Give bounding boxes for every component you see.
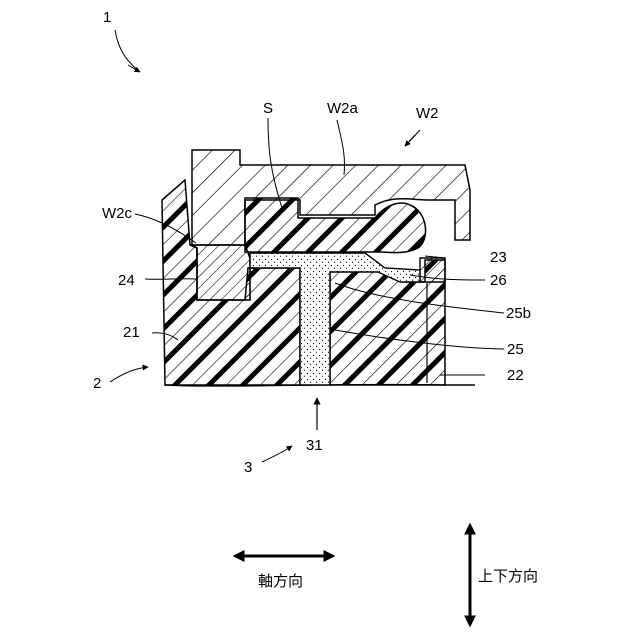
label-31: 31 bbox=[306, 437, 323, 454]
label-fig-1: 1 bbox=[103, 9, 111, 26]
label-vertical-direction: 上下方向 bbox=[478, 567, 538, 585]
label-24: 24 bbox=[118, 272, 135, 289]
label-22: 22 bbox=[507, 367, 524, 384]
label-23: 23 bbox=[490, 249, 507, 266]
label-25: 25 bbox=[507, 341, 524, 358]
ref-arrow-W2 bbox=[405, 135, 415, 146]
label-25b: 25b bbox=[506, 305, 531, 322]
block-24 bbox=[192, 245, 250, 300]
label-3: 3 bbox=[244, 459, 252, 476]
label-W2c: W2c bbox=[102, 205, 133, 222]
label-26: 26 bbox=[490, 272, 507, 289]
label-W2a: W2a bbox=[327, 100, 359, 117]
ref-arrow-1 bbox=[128, 65, 140, 72]
label-W2: W2 bbox=[416, 105, 439, 122]
label-axial-direction: 軸方向 bbox=[258, 572, 303, 590]
ref-arrow-2 bbox=[110, 367, 148, 382]
ref-arrow-3 bbox=[262, 446, 292, 462]
label-21: 21 bbox=[123, 324, 140, 341]
label-S: S bbox=[263, 100, 273, 117]
label-2: 2 bbox=[93, 375, 101, 392]
